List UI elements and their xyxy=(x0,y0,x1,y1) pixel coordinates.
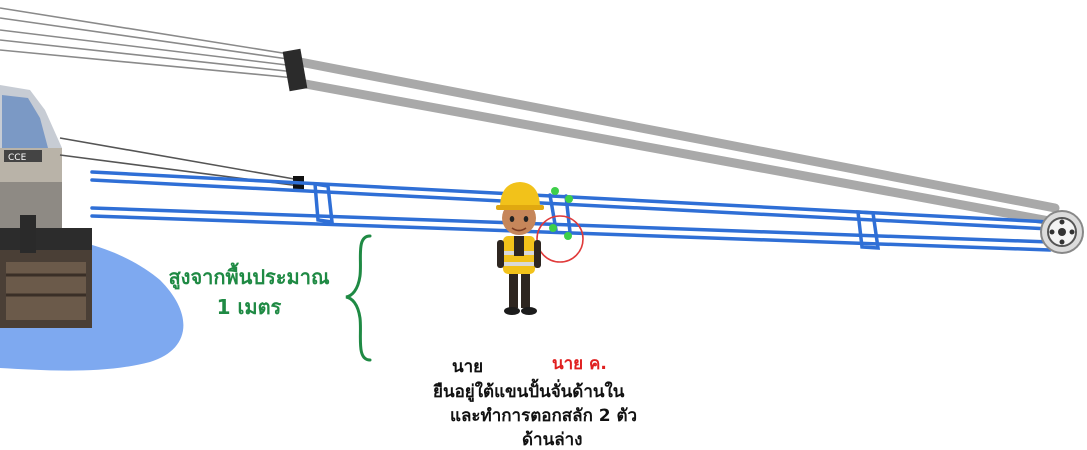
caption-line2: ยืนอยู่ใต้แขนปั้นจั่นด้านใน xyxy=(433,382,625,402)
svg-text:CCE: CCE xyxy=(8,153,27,163)
crane-cab: CCE xyxy=(0,85,92,328)
height-note-line2: 1 เมตร xyxy=(216,295,282,319)
pendant-rods xyxy=(295,57,1060,227)
caption-line4: ด้านล่าง xyxy=(522,430,583,450)
caption-line3: และทำการตอกสลัก 2 ตัว xyxy=(450,406,638,426)
lattice-boom xyxy=(90,170,1052,252)
caption-prefix: นาย xyxy=(452,357,484,377)
height-note-line1: สูงจากพื้นประมาณ xyxy=(168,265,330,289)
pendant-cables xyxy=(0,7,296,79)
pin-markers xyxy=(549,187,573,240)
boom-tip-pulley xyxy=(1040,210,1084,254)
cable-clamp xyxy=(282,48,308,92)
brace-icon xyxy=(345,234,372,362)
worker-illustration xyxy=(496,182,544,315)
caption-worker-name: นาย ค. xyxy=(552,354,607,374)
pin-highlight-circle xyxy=(536,215,584,263)
height-note: สูงจากพื้นประมาณ 1 เมตร xyxy=(140,262,358,322)
